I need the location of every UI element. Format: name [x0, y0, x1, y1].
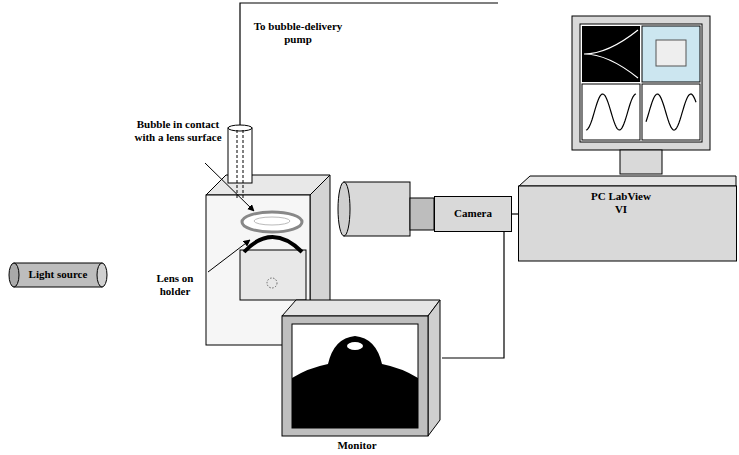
- video-monitor-shape: [278, 298, 442, 454]
- pump-label: To bubble-delivery pump: [246, 20, 350, 46]
- leader-line: [205, 163, 254, 211]
- node-label: Camera: [434, 207, 512, 220]
- holder-screw: [267, 278, 277, 288]
- signal-cable: [442, 232, 504, 358]
- camera-box: Camera: [434, 196, 512, 232]
- camera-lens: [338, 182, 434, 236]
- signal-cable: [512, 213, 518, 214]
- bubble-highlight: [254, 217, 290, 225]
- light-source: Light source: [8, 262, 108, 288]
- video-monitor: Monitor: [278, 298, 442, 454]
- bubble-label: Bubble in contact with a lens surface: [130, 118, 226, 144]
- lens-holder: [240, 250, 306, 300]
- node-label: Monitor: [284, 439, 430, 452]
- pc-computer: PC LabView VI: [518, 14, 737, 262]
- node-label: PC LabView VI: [584, 190, 658, 216]
- pump-tube: [240, 3, 498, 125]
- leader-line: [208, 240, 250, 272]
- bubble: [242, 212, 302, 232]
- lens: [244, 237, 302, 252]
- node-label: Light source: [8, 268, 108, 281]
- pc-computer-shape: [518, 14, 737, 262]
- lens-label: Lens on holder: [146, 272, 204, 298]
